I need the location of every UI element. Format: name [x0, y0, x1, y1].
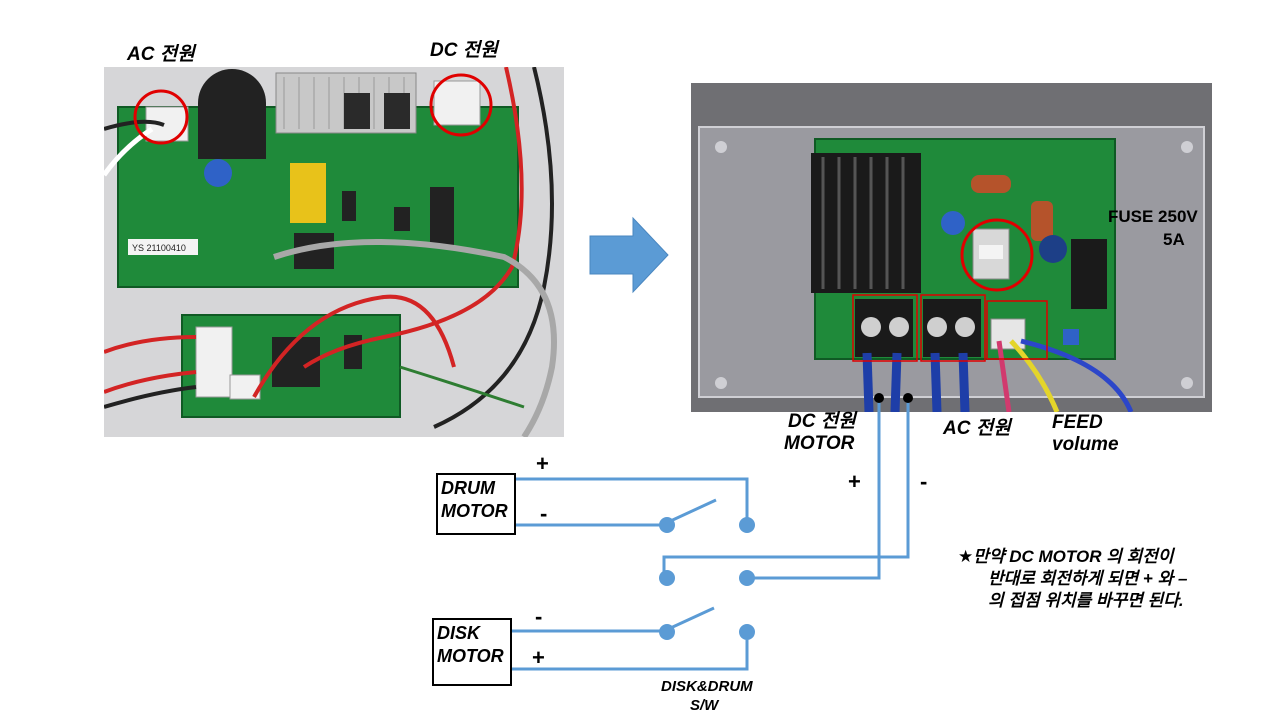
- reverse-rotation-note: ★만약 DC MOTOR 의 회전이 반대로 회전하게 되면 + 와 – 의 접…: [958, 546, 1187, 612]
- feed-label-line2: volume: [1052, 434, 1119, 455]
- drum-motor-box: DRUM MOTOR: [436, 473, 516, 535]
- pcb-right-illustration: [698, 126, 1205, 412]
- drum-motor-line2: MOTOR: [441, 500, 508, 521]
- dc-motor-label-line2: MOTOR: [784, 433, 855, 454]
- drum-motor-line1: DRUM: [441, 478, 495, 498]
- pcb-photo-right: [691, 83, 1212, 412]
- fuse-label-line2: 5A: [1163, 230, 1185, 249]
- disk-motor-box: DISK MOTOR: [432, 618, 512, 686]
- right-arrow-icon: [589, 216, 669, 294]
- dc-minus-sign: -: [920, 469, 928, 494]
- terminal-plus-dot: [874, 393, 884, 403]
- disk-minus-sign: -: [535, 604, 543, 629]
- drum-minus-sign: -: [540, 501, 548, 526]
- switch-label-line2: S/W: [690, 697, 719, 714]
- dc-plus-sign: +: [848, 469, 861, 494]
- dc-plus-wire: [750, 399, 881, 580]
- dc-minus-wire: [662, 399, 910, 572]
- note-line2: 반대로 회전하게 되면 + 와 –: [988, 569, 1188, 589]
- dc-motor-label-line1: DC 전원: [788, 411, 856, 432]
- disk-motor-line1: DISK: [437, 623, 481, 643]
- switch-contact-common-right: [739, 570, 755, 586]
- switch-contact-drum-left: [659, 517, 675, 533]
- switch-contact-drum-right: [739, 517, 755, 533]
- disk-plus-wire: [510, 640, 749, 671]
- switch-contact-disk-right: [739, 624, 755, 640]
- switch-contact-disk-left: [659, 624, 675, 640]
- feed-label-line1: FEED: [1052, 412, 1103, 433]
- pcb-left-illustration: YS 21100410: [104, 67, 557, 437]
- ac-power-label-right: AC 전원: [943, 418, 1011, 439]
- switch-contact-common-left: [659, 570, 675, 586]
- disk-motor-line2: MOTOR: [437, 645, 504, 666]
- board-sticker: YS 21100410: [132, 243, 186, 253]
- drum-plus-sign: +: [536, 451, 549, 476]
- switch-label-line1: DISK&DRUM: [661, 678, 753, 695]
- dc-power-label-left: DC 전원: [430, 40, 498, 61]
- note-line3: 의 접점 위치를 바꾸면 된다.: [988, 591, 1184, 611]
- note-line1: ★만약 DC MOTOR 의 회전이: [958, 547, 1174, 566]
- ac-power-label-left: AC 전원: [127, 44, 195, 65]
- pcb-photo-left: YS 21100410: [104, 67, 564, 437]
- drum-plus-wire: [512, 477, 749, 520]
- terminal-minus-dot: [903, 393, 913, 403]
- fuse-label-line1: FUSE 250V: [1108, 207, 1198, 226]
- disk-plus-sign: +: [532, 645, 545, 670]
